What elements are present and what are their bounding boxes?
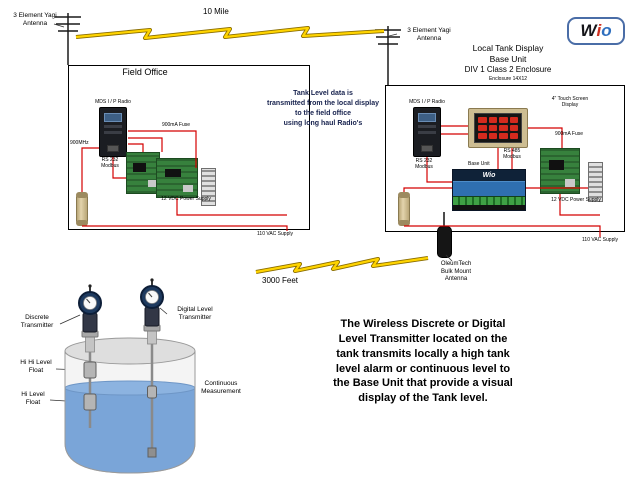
touchscreen-key [499, 125, 508, 131]
base-station-title-2: Base Unit [489, 54, 527, 64]
base-station-title-3: DIV 1 Class 2 Enclosure [464, 65, 552, 74]
rf-link-bolt-bottom [255, 256, 429, 274]
touchscreen-screen [474, 113, 522, 143]
touchscreen-key [509, 117, 518, 123]
base-unit-fuse-label: 900mA Fuse [554, 131, 584, 137]
touchscreen-label: 4" Touch Screen Display [551, 96, 589, 109]
touchscreen-key [488, 125, 497, 131]
field-office-mds-radio [99, 107, 127, 157]
discrete-transmitter-label: Discrete Transmitter [20, 314, 54, 330]
field-office-title: Field Office [122, 67, 168, 77]
base-unit-rs232-label: RS 232 Modbus [415, 158, 433, 171]
touchscreen-key [499, 133, 508, 139]
distance-10mile-label: 10 Mile [203, 7, 229, 16]
radio-vent [418, 125, 436, 128]
wio-terminal-strip [453, 196, 525, 205]
field-office-radio-label: MDS I / P Radio [95, 99, 131, 105]
digital-transmitter-icon [140, 278, 164, 345]
tank-water [65, 388, 195, 473]
base-unit-psu-label: 12 VDC Power Supply [551, 197, 601, 203]
touchscreen-key [488, 117, 497, 123]
rs485-label: RS 485 Modbus [503, 148, 521, 161]
wio-base-unit-device: Wio [452, 169, 526, 211]
yagi-antenna-right-icon [375, 26, 401, 85]
yagi-right-label: 3 Element Yagi Antenna [407, 27, 451, 43]
center-note: Tank Level data is transmitted from the … [266, 90, 380, 128]
base-unit-device-label: Base Unit [468, 161, 490, 167]
wio-logo-w: W [580, 21, 597, 40]
touchscreen-key [488, 133, 497, 139]
continuous-measurement-label: Continuous Measurement [201, 380, 241, 396]
base-unit-fuse-holder [398, 192, 410, 226]
field-office-rs232-label: RS 232 Modbus [101, 157, 119, 170]
continuous-float [147, 385, 157, 399]
water-surface [64, 380, 196, 396]
radio-screen [104, 113, 122, 122]
bulk-antenna-label: OleumTech Bulk Mount Antenna [440, 261, 472, 282]
wio-device-logo-text: Wio [482, 172, 496, 179]
field-office-fuse-label: 900mA Fuse [161, 122, 191, 128]
touchscreen-key [499, 117, 508, 123]
radio-vent [104, 131, 122, 134]
wio-logo-i: i [596, 21, 602, 40]
touchscreen-key [478, 117, 487, 123]
bottom-note: The Wireless Discrete or Digital Level T… [333, 318, 513, 405]
radio-port [107, 145, 119, 152]
touchscreen-key [509, 125, 518, 131]
base-unit-mds-radio [413, 107, 441, 157]
hi-hi-level-float-label: Hi Hi Level Float [20, 359, 52, 375]
base-unit-radio-label: MDS I / P Radio [409, 99, 445, 105]
field-office-freq-label: 900MHz [70, 140, 89, 146]
hi-level-float [83, 393, 97, 411]
enclosure-size-label: Enclosure 14X12 [488, 76, 528, 82]
wio-device-body [453, 181, 525, 196]
bulk-mount-antenna [437, 226, 452, 258]
field-office-circuit-board-2 [156, 158, 198, 198]
touchscreen-key [478, 125, 487, 131]
hi-hi-level-float [83, 361, 97, 379]
radio-port [421, 145, 433, 152]
digital-transmitter-label: Digital Level Transmitter [177, 306, 213, 322]
base-unit-circuit-board [540, 148, 580, 194]
touchscreen-key [478, 133, 487, 139]
field-office-fuse-holder [76, 192, 88, 226]
base-unit-terminal-block [588, 162, 603, 202]
wio-device-base [453, 205, 525, 210]
distance-3000ft-label: 3000 Feet [262, 276, 299, 285]
tank-outline [64, 351, 196, 474]
base-unit-vac-label: 110 VAC Supply [582, 237, 618, 243]
radio-vent [104, 125, 122, 128]
discrete-transmitter-icon [78, 284, 102, 353]
radio-vent [418, 131, 436, 134]
tank-top [64, 337, 196, 365]
touchscreen-display [468, 108, 528, 148]
rf-link-bolt-top [75, 26, 385, 40]
tank-body [64, 350, 196, 474]
wio-device-logo: Wio [453, 170, 525, 181]
rod-weight [147, 447, 157, 458]
field-office-psu-label: 12 VDC Power Supply [161, 196, 211, 202]
wio-logo-o: o [601, 21, 612, 40]
hi-level-float-label: Hi Level Float [21, 391, 45, 407]
base-station-title-1: Local Tank Display [472, 43, 544, 53]
field-office-circuit-board-1 [126, 152, 160, 194]
field-office-vac-label: 110 VAC Supply [257, 231, 293, 237]
radio-screen [418, 113, 436, 122]
touchscreen-key [509, 133, 518, 139]
yagi-left-label: 3 Element Yagi Antenna [13, 12, 57, 28]
